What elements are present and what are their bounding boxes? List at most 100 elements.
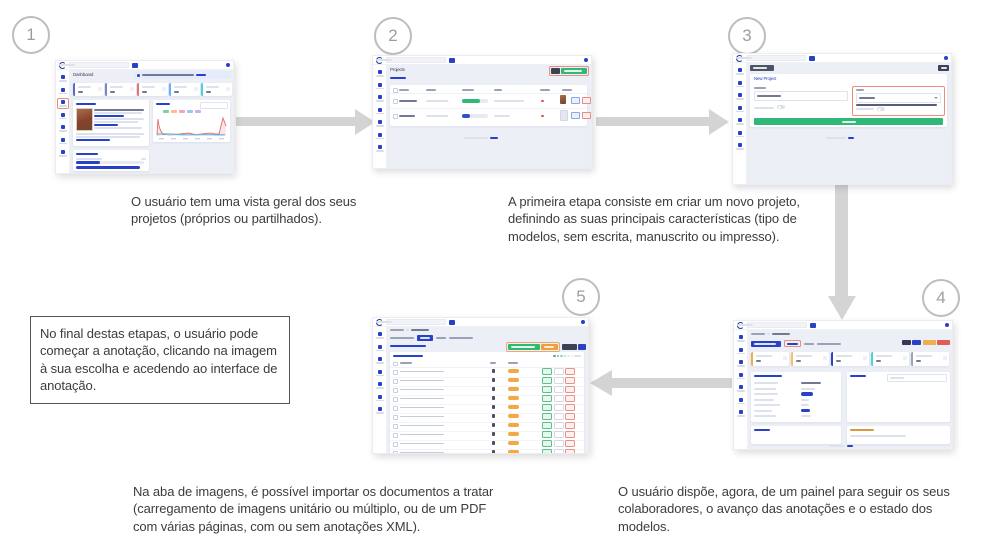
- annotate-action: [542, 368, 552, 375]
- progress-fill: [76, 166, 140, 169]
- mini-search-input: [747, 322, 807, 328]
- project-overview-panel: [751, 372, 841, 422]
- value-pill: [801, 392, 813, 396]
- annotate-action: [542, 404, 552, 411]
- page-icon: [492, 414, 495, 418]
- delete-action-button: [581, 97, 591, 104]
- sidebar-item: [736, 397, 746, 406]
- mini-topbar: [733, 54, 951, 63]
- manuscript-thumbnail: [76, 108, 93, 131]
- evolution-chart-panel: [153, 100, 230, 142]
- sidebar-item: [375, 132, 385, 141]
- user-name-bar: [737, 324, 753, 326]
- stat-card: [137, 83, 168, 96]
- delete-action: [565, 413, 575, 420]
- mini-sidebar: [373, 65, 387, 168]
- view-action: [553, 404, 564, 411]
- upload-images-button: [508, 344, 540, 350]
- checkbox: [393, 88, 398, 93]
- checkbox: [393, 406, 398, 411]
- view-action: [553, 413, 564, 420]
- annotate-action: [542, 413, 552, 420]
- mini-page-title: Dashboard: [73, 72, 94, 77]
- red-button: [937, 340, 950, 345]
- step-number: 5: [576, 287, 586, 306]
- sidebar-item: [735, 80, 745, 89]
- delete-action: [565, 368, 575, 375]
- mini-main-area: Projects: [386, 65, 591, 168]
- sidebar-item: [736, 384, 746, 393]
- mini-main-area: [747, 330, 952, 449]
- breadcrumb: [390, 329, 429, 331]
- checkbox: [393, 99, 398, 104]
- breadcrumb: [751, 333, 790, 335]
- caption-step4: O usuário dispõe, agora, de um painel pa…: [618, 484, 950, 534]
- stat-card: [911, 352, 949, 366]
- step-number: 3: [742, 26, 752, 45]
- mini-topbar: [373, 318, 588, 327]
- sidebar-item-highlighted: [58, 99, 68, 108]
- checkbox: [393, 451, 398, 453]
- sidebar-item: [375, 356, 385, 365]
- automated-tasks-panel: [847, 426, 950, 444]
- chevron-down-icon: [934, 96, 938, 99]
- status-badge: [508, 386, 519, 391]
- name-input: [754, 91, 848, 101]
- sidebar-item: [375, 394, 385, 403]
- dark-button: [561, 344, 577, 350]
- view-action: [553, 431, 564, 438]
- annotate-action: [542, 440, 552, 447]
- sidebar-item: [375, 344, 385, 353]
- caption-step5: Na aba de imagens, é possível importar o…: [133, 484, 494, 534]
- user-avatar: [226, 63, 230, 67]
- delete-action: [565, 440, 575, 447]
- screenshot-step4-project-overview: [733, 320, 953, 450]
- close-button: [938, 65, 949, 71]
- toggle-switch: [777, 105, 785, 109]
- checkbox: [393, 397, 398, 402]
- line-chart: [156, 116, 227, 140]
- sidebar-item: [375, 144, 385, 153]
- mini-search-input: [386, 319, 446, 325]
- mini-main-area: Dashboard: [69, 70, 233, 173]
- mini-sidebar: [733, 63, 747, 184]
- delete-action: [565, 431, 575, 438]
- annotate-action: [542, 377, 552, 384]
- mini-primary-button: [449, 57, 455, 63]
- screenshot-step1-dashboard: Dashboard: [55, 60, 234, 174]
- highlight-box-type-select: [852, 86, 945, 116]
- user-avatar: [944, 56, 948, 60]
- mini-page-title: Projects: [390, 67, 405, 72]
- sidebar-item: [735, 67, 745, 76]
- checkbox: [393, 370, 398, 375]
- form-title: New Project: [754, 76, 777, 81]
- checkbox: [393, 442, 398, 447]
- sidebar-item: [736, 334, 746, 343]
- delete-action: [565, 377, 575, 384]
- edit-action-button: [571, 112, 580, 119]
- info-banner: [135, 71, 231, 79]
- view-action: [553, 386, 564, 393]
- caption-step1: O usuário tem uma vista geral dos seus p…: [131, 194, 357, 227]
- mini-primary-button: [809, 55, 815, 61]
- mini-sidebar: [734, 330, 748, 449]
- view-action: [553, 368, 564, 375]
- mini-search-input: [386, 57, 446, 63]
- step-circle-4: 4: [922, 279, 960, 317]
- toggle-switch: [877, 107, 885, 111]
- status-badge: [508, 413, 519, 418]
- page-icon: [492, 369, 495, 373]
- annotate-action: [542, 449, 552, 453]
- screenshot-step2-projects: Projects: [372, 55, 592, 169]
- view-action: [553, 377, 564, 384]
- type-select: [856, 92, 941, 103]
- highlight-box-create-button: [549, 66, 589, 76]
- link-bar: [390, 77, 406, 79]
- tab-row: [390, 335, 473, 341]
- delete-action: [565, 449, 575, 453]
- step-circle-5: 5: [562, 278, 600, 316]
- text-bar: [142, 74, 194, 76]
- step-circle-3: 3: [728, 17, 766, 55]
- value-pill: [801, 408, 810, 412]
- status-badge: [508, 395, 519, 400]
